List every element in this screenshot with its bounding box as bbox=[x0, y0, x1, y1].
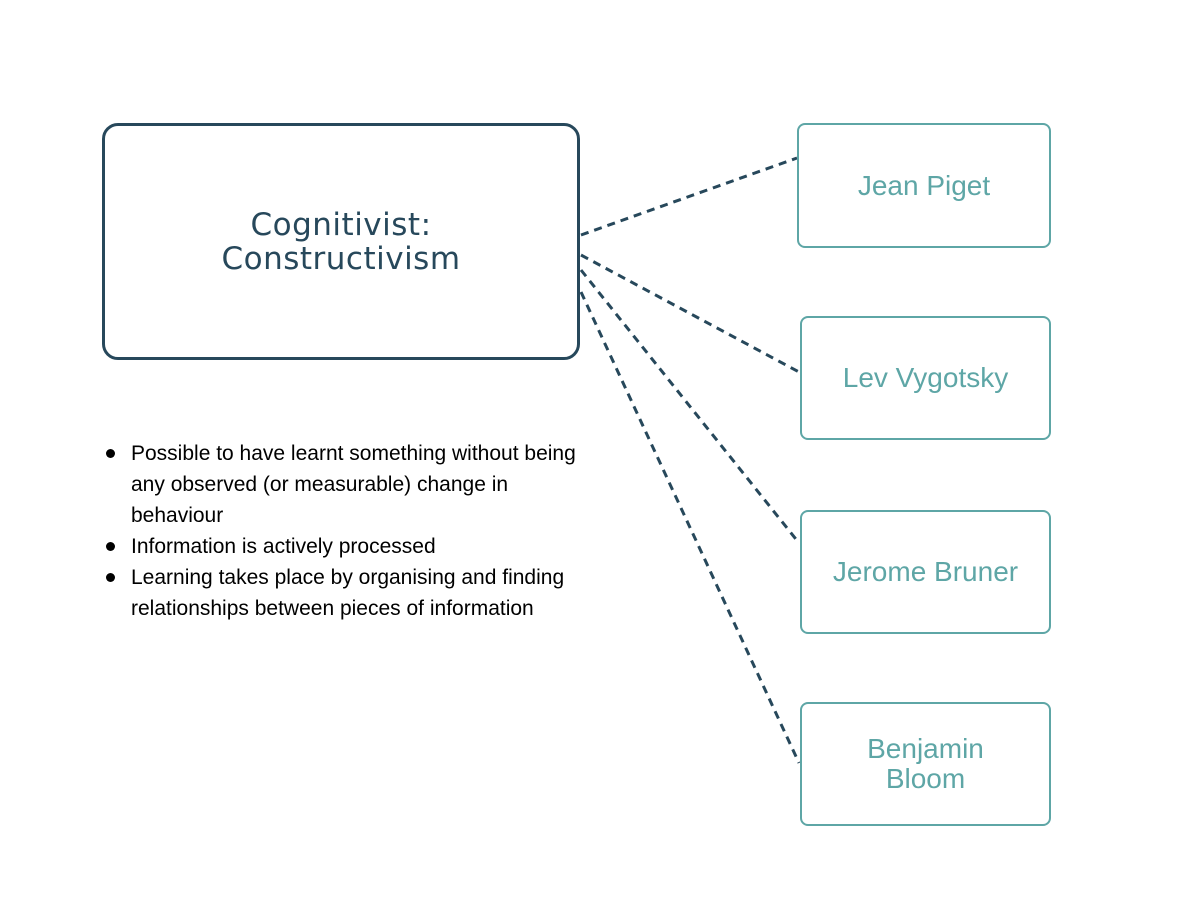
main-box-line-2: Constructivism bbox=[221, 240, 461, 277]
person-label: Jerome Bruner bbox=[832, 556, 1019, 587]
bullet-dot-icon bbox=[106, 449, 115, 458]
bullet-text: Learning takes place by organising and f… bbox=[131, 566, 565, 620]
connector-jerome-bruner bbox=[579, 269, 801, 544]
connector-jean-piget bbox=[580, 156, 798, 237]
cognitivist-constructivism-box: Cognitivist: Constructivism bbox=[102, 123, 580, 360]
person-label-line-1: Benjamin bbox=[867, 733, 984, 764]
list-item: Learning takes place by organising and f… bbox=[106, 562, 596, 624]
person-label: Jean Piget bbox=[857, 169, 991, 201]
bullet-text: Information is actively processed bbox=[131, 535, 436, 558]
main-box-line-1: Cognitivist: bbox=[250, 206, 432, 243]
bullet-list: Possible to have learnt something withou… bbox=[106, 438, 596, 624]
list-item: Possible to have learnt something withou… bbox=[106, 438, 596, 531]
person-box-benjamin-bloom: Benjamin Bloom bbox=[800, 702, 1051, 826]
bullet-text: Possible to have learnt something withou… bbox=[131, 442, 576, 527]
list-item: Information is actively processed bbox=[106, 531, 596, 562]
connector-lev-vygotsky bbox=[580, 253, 800, 374]
connector-benjamin-bloom bbox=[579, 291, 801, 764]
person-label-line-2: Bloom bbox=[885, 763, 966, 794]
bullet-dot-icon bbox=[106, 542, 115, 551]
bullet-dot-icon bbox=[106, 573, 115, 582]
person-label: Lev Vygotsky bbox=[842, 362, 1009, 393]
person-box-jerome-bruner: Jerome Bruner bbox=[800, 510, 1051, 634]
person-box-jean-piget: Jean Piget bbox=[797, 123, 1051, 248]
person-box-lev-vygotsky: Lev Vygotsky bbox=[800, 316, 1051, 440]
